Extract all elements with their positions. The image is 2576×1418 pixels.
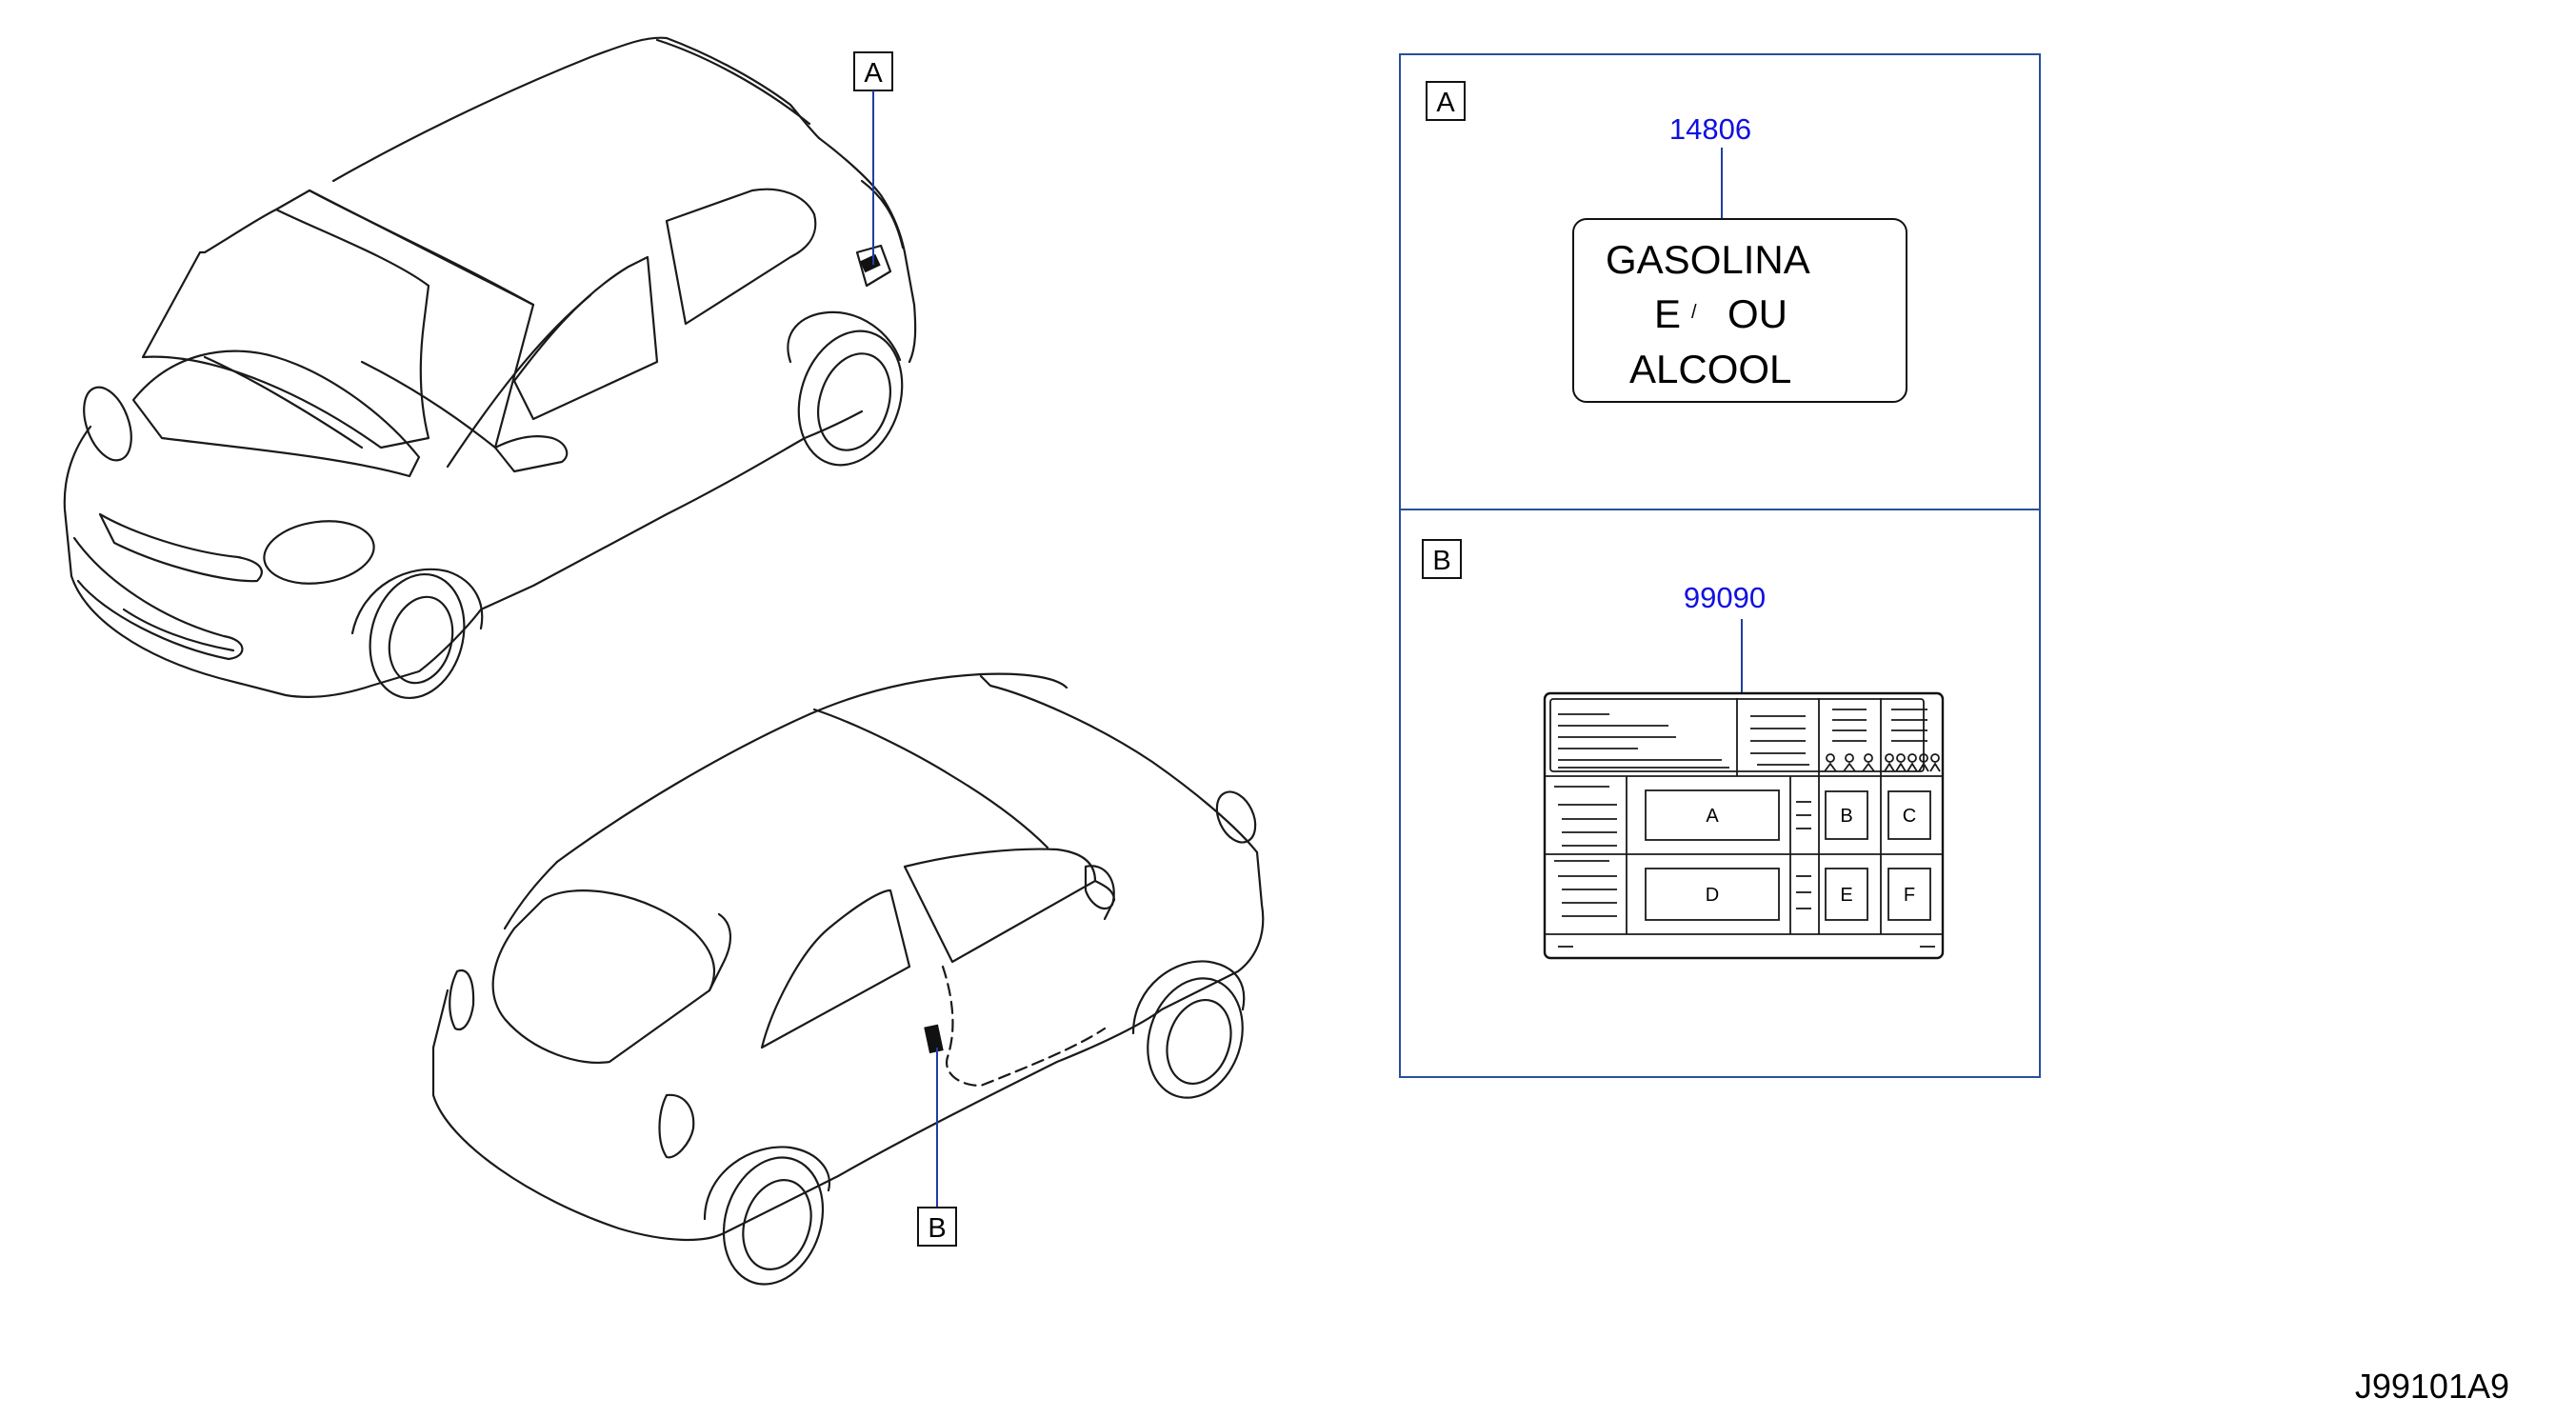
occupant-icons [1824,753,1941,772]
callout-b-box [917,1207,957,1247]
panel-b-letter: B [1432,546,1450,576]
placard-cell-d [1645,868,1780,921]
fuel-label-line-2-e: E [1654,291,1681,336]
callout-b-letter: B [928,1213,946,1244]
placard-cell-e-label: E [1840,885,1852,906]
placard-cell-b [1825,790,1868,840]
placard-cell-a-label: A [1706,806,1719,827]
panel-a: A 14806 GASOLINA E / OU ALCOOL [1399,53,2041,510]
part-number-14806: 14806 [1669,112,1751,146]
placard-outline [1543,691,1945,960]
placard-cell-a [1645,789,1780,841]
diagram-code: J99101A9 [2355,1367,2509,1406]
panel-b-frame [1399,509,2041,1078]
placard-side-lines [1554,786,1935,948]
fuel-label-line-1: GASOLINA [1606,237,1810,282]
callout-b: B [917,1048,957,1247]
fuel-label-slash: / [1691,302,1697,323]
fuel-label-line-2-ou: OU [1727,291,1787,336]
tire-placard: A B C D E F [1543,691,1945,960]
panel-a-letter-box [1426,81,1466,121]
part-number-99090: 99090 [1684,581,1766,614]
placard-cell-b-label: B [1840,806,1852,827]
placard-cell-e [1825,868,1868,921]
panel-b-letter-box [1422,539,1462,579]
callout-a-box [853,51,893,91]
placard-cell-c [1887,790,1931,840]
fuel-label-line-3: ALCOOL [1629,347,1791,391]
panel-b: B 99090 [1399,509,2041,1078]
callout-a-letter: A [864,58,883,89]
rear-car-illustration [431,672,1265,1286]
fuel-label-outline [1572,218,1907,403]
placard-cell-d-label: D [1706,885,1719,906]
placard-cell-f-label: F [1904,885,1915,906]
callout-a: A [853,51,893,265]
front-car-illustration [63,36,917,700]
placard-cell-f [1887,868,1931,921]
placard-cell-c-label: C [1903,806,1916,827]
panel-a-letter: A [1436,88,1455,118]
placard-text-lines [1558,709,1927,769]
